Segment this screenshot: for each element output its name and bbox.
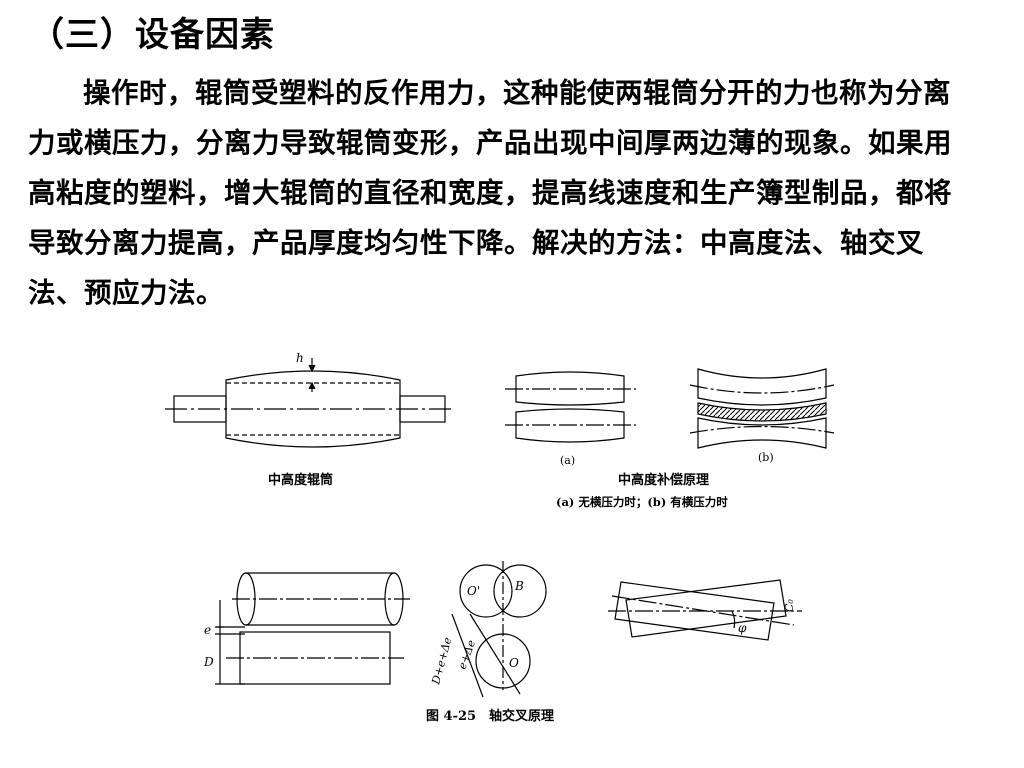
body-paragraph: 操作时，辊筒受塑料的反作用力，这种能使两辊筒分开的力也称为分离力或横压力，分离力… [28, 77, 952, 309]
label-e-de: e+Δe [456, 638, 479, 671]
label-e: e [204, 623, 211, 637]
axis-cross-rolls-top [608, 579, 802, 641]
compensation-subcaption: (a) 无横压力时；(b) 有横压力时 [556, 495, 728, 509]
label-h: h [296, 351, 304, 365]
label-B: B [514, 579, 524, 593]
label-b: (b) [758, 451, 774, 464]
section-heading: （三）设备因素 [30, 15, 275, 55]
compensation-figure-b [689, 368, 835, 449]
axis-cross-rolls-end [451, 561, 547, 698]
crown-roll-caption: 中高度辊筒 [268, 472, 333, 488]
label-O1: O' [467, 584, 480, 598]
axis-cross-caption: 图 4-25 轴交叉原理 [426, 708, 554, 724]
label-C0: C₀ [783, 599, 796, 612]
label-D: D [203, 655, 214, 669]
label-a: (a) [560, 454, 575, 467]
compensation-figure-a [505, 371, 636, 443]
crown-roll-figure [165, 358, 455, 448]
label-phi: φ [738, 621, 747, 635]
label-D-e-de: D+e+Δe [429, 635, 454, 686]
label-O2: O [509, 656, 519, 670]
compensation-caption: 中高度补偿原理 [618, 472, 709, 488]
axis-cross-rolls-side [215, 572, 410, 685]
